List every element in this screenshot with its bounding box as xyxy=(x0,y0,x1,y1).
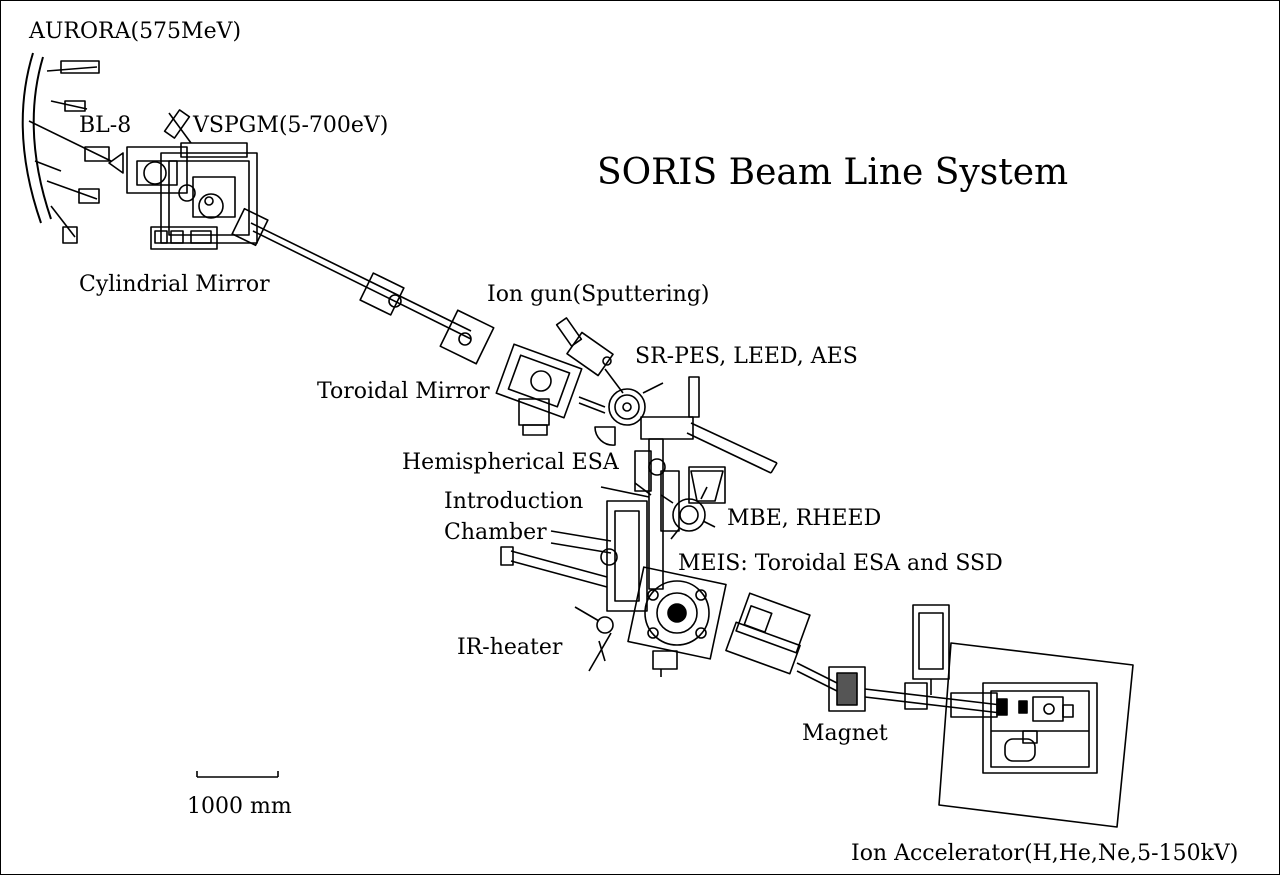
label-vspgm: VSPGM(5-700eV) xyxy=(193,113,389,138)
srpes-chamber xyxy=(555,317,664,446)
beam-pipe-1 xyxy=(231,207,495,365)
aurora-ring xyxy=(21,52,112,244)
scale-bar xyxy=(196,771,279,778)
label-srpes: SR-PES, LEED, AES xyxy=(635,344,858,369)
label-bl8: BL-8 xyxy=(79,113,132,138)
vspgm-monochromator xyxy=(108,109,258,250)
label-hemispherical-esa: Hemispherical ESA xyxy=(402,450,619,475)
label-magnet: Magnet xyxy=(802,721,888,746)
mbe-rheed xyxy=(660,466,726,540)
label-meis: MEIS: Toroidal ESA and SSD xyxy=(678,551,1003,576)
transfer-arm xyxy=(686,376,778,474)
magnet xyxy=(828,666,866,712)
accelerator-pipe xyxy=(864,604,1002,714)
ion-accelerator xyxy=(938,642,1134,828)
label-ion-gun: Ion gun(Sputtering) xyxy=(487,282,710,307)
label-chamber: Chamber xyxy=(444,520,547,545)
label-scale: 1000 mm xyxy=(187,794,292,819)
label-mbe-rheed: MBE, RHEED xyxy=(727,506,882,531)
toroidal-mirror-chamber xyxy=(495,343,606,436)
label-toroidal-mirror: Toroidal Mirror xyxy=(317,379,490,404)
ion-beam-line xyxy=(725,592,838,692)
main-column xyxy=(500,416,694,612)
label-introduction: Introduction xyxy=(444,489,584,514)
label-ir-heater: IR-heater xyxy=(457,635,563,660)
label-ion-accelerator: Ion Accelerator(H,He,Ne,5-150kV) xyxy=(851,841,1239,866)
hemispherical-esa xyxy=(600,458,666,498)
meis-chamber xyxy=(627,566,727,677)
label-aurora: AURORA(575MeV) xyxy=(29,19,242,44)
leader-lines xyxy=(634,482,652,496)
diagram-title: SORIS Beam Line System xyxy=(597,152,1069,193)
ir-heater xyxy=(574,606,614,672)
label-cylindrical-mirror: Cylindrial Mirror xyxy=(79,272,270,297)
